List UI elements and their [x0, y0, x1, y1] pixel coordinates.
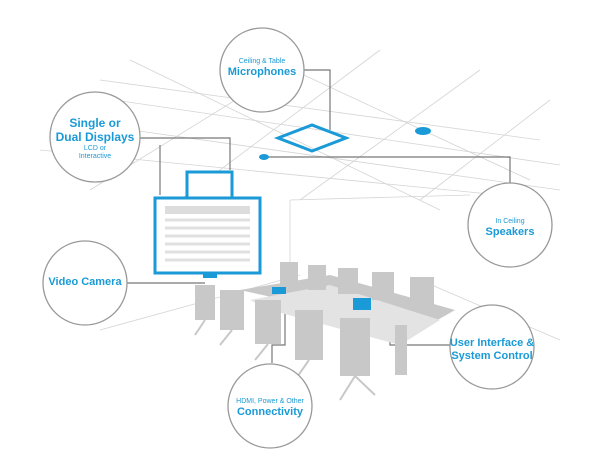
callout-video-camera: Video Camera — [35, 276, 135, 289]
ui-title-2: System Control — [451, 349, 533, 362]
callout-displays: Single or Dual Displays LCD or Interacti… — [45, 116, 145, 161]
table-connectivity-box — [272, 287, 286, 294]
speakers-subtitle: In Ceiling — [495, 218, 525, 225]
displays-sub-1: LCD or — [83, 144, 107, 152]
speakers-title: Speakers — [485, 226, 535, 239]
displays — [153, 170, 262, 278]
displays-title-2: Dual Displays — [55, 129, 135, 144]
table-interface-panel — [353, 298, 371, 310]
displays-sub-2: Interactive — [78, 152, 112, 160]
connectivity-title: Connectivity — [236, 406, 303, 419]
callout-microphones: Ceiling & Table Microphones — [212, 58, 312, 79]
camera-title: Video Camera — [48, 276, 122, 288]
microphones-title: Microphones — [227, 66, 297, 79]
microphones-subtitle: Ceiling & Table — [238, 58, 286, 65]
callout-speakers: In Ceiling Speakers — [460, 218, 560, 239]
callout-connectivity: HDMI, Power & Other Connectivity — [220, 398, 320, 419]
ceiling-microphone — [273, 123, 351, 153]
conference-table-and-chairs — [194, 262, 455, 401]
ui-title-1: User Interface & — [449, 337, 535, 349]
ceiling-speaker — [259, 154, 269, 160]
callout-user-interface: User Interface & System Control — [442, 337, 542, 362]
callout-circles — [42, 27, 553, 449]
ceiling-speaker — [415, 127, 431, 135]
displays-title-1: Single or — [69, 116, 121, 130]
chairs — [195, 262, 434, 376]
connectivity-subtitle: HDMI, Power & Other — [236, 398, 304, 405]
